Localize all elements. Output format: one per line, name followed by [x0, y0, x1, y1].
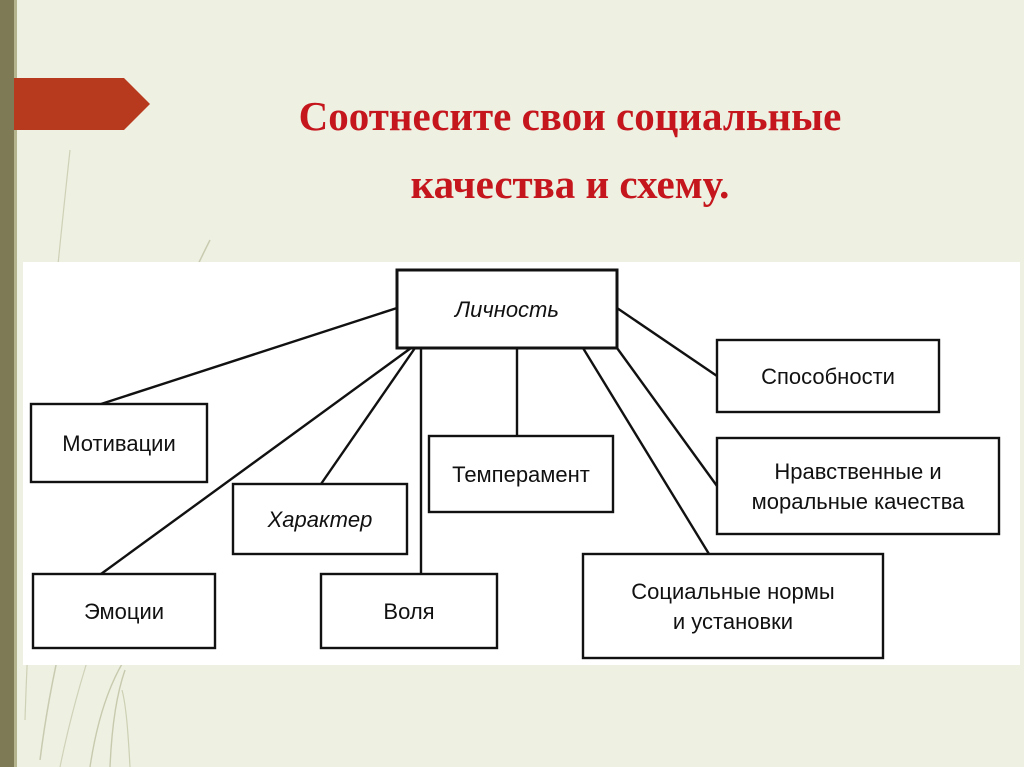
node-social-norms: Социальные нормы и установки	[581, 552, 885, 660]
connector-character	[320, 347, 416, 485]
slide-title: Соотнесите свои социальные качества и сх…	[200, 82, 940, 218]
node-temperament-label: Темперамент	[452, 462, 590, 487]
left-decorative-bar-edge	[14, 0, 17, 767]
node-character: Характер	[231, 482, 409, 556]
decorative-grass-curve	[109, 669, 126, 767]
root-node-personality-label: Личность	[453, 297, 559, 322]
node-emotions-label: Эмоции	[84, 599, 164, 624]
node-character-label: Характер	[267, 507, 373, 532]
connector-moral-qualities	[616, 347, 718, 487]
connector-social-norms	[581, 347, 711, 555]
node-temperament-box	[427, 434, 615, 514]
node-abilities: Способности	[715, 338, 941, 414]
connector-group	[100, 306, 718, 575]
node-motivation-box	[29, 402, 209, 484]
node-emotions-box	[31, 572, 217, 650]
node-moral-qualities-box	[715, 436, 1001, 536]
node-moral-qualities-label-line-1: Нравственные и	[774, 459, 941, 484]
node-motivation: Мотивации	[29, 402, 209, 484]
connector-emotions	[100, 347, 412, 575]
node-social-norms-label-line-2: и установки	[673, 609, 793, 634]
node-emotions: Эмоции	[31, 572, 217, 650]
connector-motivation	[100, 306, 398, 406]
slide-title-line-1: Соотнесите свои социальные	[298, 93, 842, 139]
slide-title-line-2: качества и схему.	[410, 161, 730, 207]
node-temperament: Темперамент	[427, 434, 615, 514]
root-node-personality-box	[395, 268, 619, 350]
node-abilities-label: Способности	[761, 364, 895, 389]
node-moral-qualities: Нравственные и моральные качества	[715, 436, 1001, 536]
node-character-box	[231, 482, 409, 556]
node-social-norms-label-line-1: Социальные нормы	[631, 579, 834, 604]
decorative-grass-curve	[121, 689, 131, 767]
node-motivation-label: Мотивации	[62, 431, 176, 456]
node-social-norms-box	[581, 552, 885, 660]
node-moral-qualities-label-line-2: моральные качества	[752, 489, 966, 514]
root-node-personality: Личность	[395, 268, 619, 350]
node-abilities-box	[715, 338, 941, 414]
node-will-label: Воля	[383, 599, 434, 624]
left-decorative-bar	[0, 0, 14, 767]
connector-abilities	[616, 307, 718, 377]
right-pointing-arrow-icon	[14, 78, 150, 130]
node-will: Воля	[319, 572, 499, 650]
node-will-box	[319, 572, 499, 650]
